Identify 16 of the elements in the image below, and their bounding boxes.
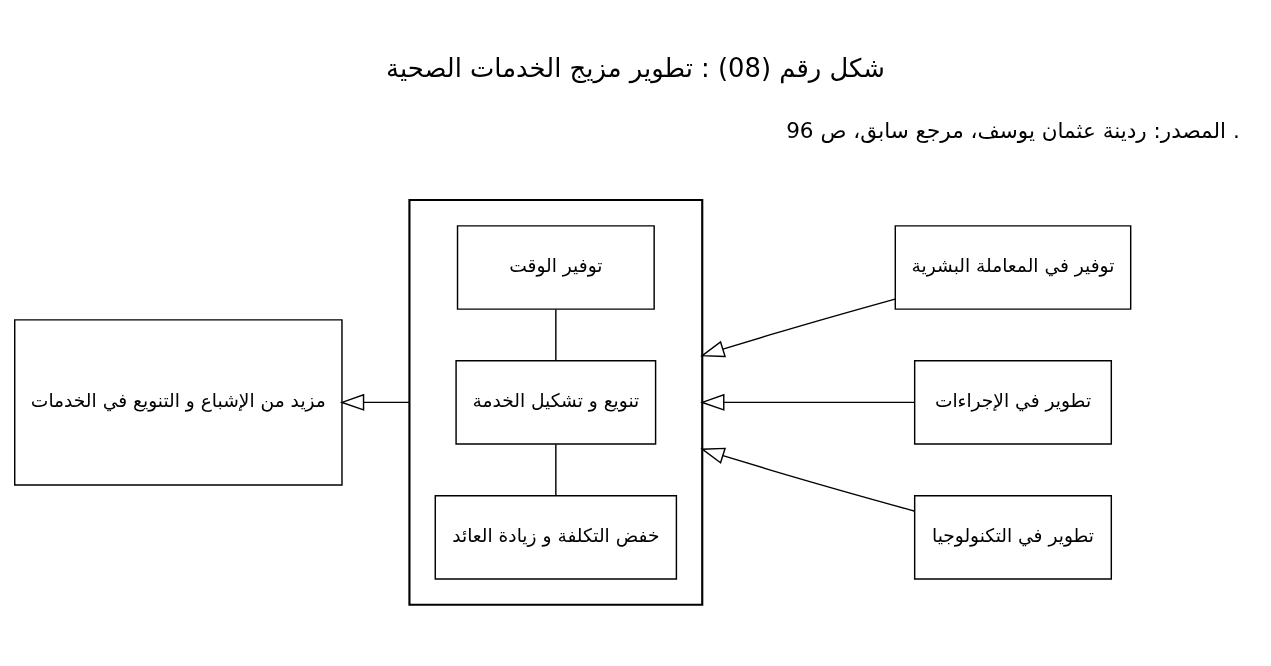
node-box: تطوير في الإجراءات xyxy=(913,359,1113,445)
node-box: مزيد من الإشباع و التنويع في الخدمات xyxy=(14,318,343,486)
arrow xyxy=(700,447,915,512)
node-box: تطوير في التكنولوجيا xyxy=(913,494,1113,580)
cluster xyxy=(408,198,704,606)
arrow xyxy=(700,297,896,357)
connector xyxy=(555,308,557,361)
connector xyxy=(555,443,557,496)
node-box: خفض التكلفة و زيادة العائد xyxy=(434,494,678,580)
diagram-title: شكل رقم (08) : تطوير مزيج الخدمات الصحية xyxy=(386,52,885,83)
arrow xyxy=(339,393,411,411)
node-box: توفير في المعاملة البشرية xyxy=(894,224,1132,310)
caption: المصدر: ردينة عثمان يوسف، مرجع سابق، ص 96 . xyxy=(786,117,1240,143)
node-box: توفير الوقت xyxy=(456,224,655,310)
node-box: تنويع و تشكيل الخدمة xyxy=(455,359,657,445)
arrow xyxy=(700,393,916,411)
